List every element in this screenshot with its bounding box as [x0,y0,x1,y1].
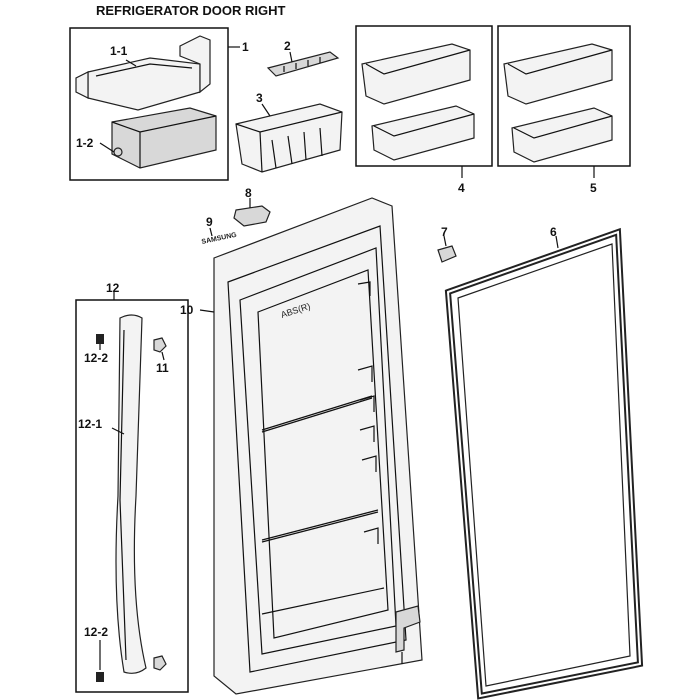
label-part-3: 3 [256,91,263,105]
box-part-4 [355,25,493,167]
basket-part-3 [235,103,343,173]
decal-part-9: SAMSUNG [201,232,238,246]
label-part-12: 12 [106,281,120,295]
diagram-title: REFRIGERATOR DOOR RIGHT [96,3,286,18]
clip-part-7 [437,245,457,263]
label-part-2: 2 [284,39,291,53]
handle-part-12-1 [115,314,147,674]
label-part-8: 8 [245,186,252,200]
label-part-12-2-bottom: 12-2 [84,625,108,639]
label-part-7: 7 [441,225,448,239]
gasket-part-6 [444,227,644,700]
box-part-5 [497,25,631,167]
label-part-9: 9 [206,215,213,229]
label-part-1-1: 1-1 [110,44,128,58]
decal-text: SAMSUNG [201,232,238,246]
shelf-1-1 [75,35,211,111]
label-part-6: 6 [550,225,557,239]
label-part-12-1: 12-1 [78,417,102,431]
label-part-10: 10 [180,303,194,317]
label-part-1-2: 1-2 [76,136,94,150]
label-part-11: 11 [156,361,169,375]
label-part-1: 1 [242,40,249,54]
door-bin-part-4 [361,43,475,161]
box-part-12 [75,299,189,693]
cover-part-2 [266,51,340,77]
label-part-12-2-top: 12-2 [84,351,108,365]
hinge-cap-part-8 [233,205,271,227]
pin-part-11 [153,337,167,671]
screw-12-2-top [96,334,104,344]
screw-12-2-bottom [96,672,104,682]
bin-1-2 [111,107,217,169]
box-part-1 [69,27,229,181]
label-part-5: 5 [590,181,597,195]
door-bin-part-5 [503,43,613,163]
label-part-4: 4 [458,181,465,195]
door-panel-part-10: ABS(R) [213,197,423,695]
